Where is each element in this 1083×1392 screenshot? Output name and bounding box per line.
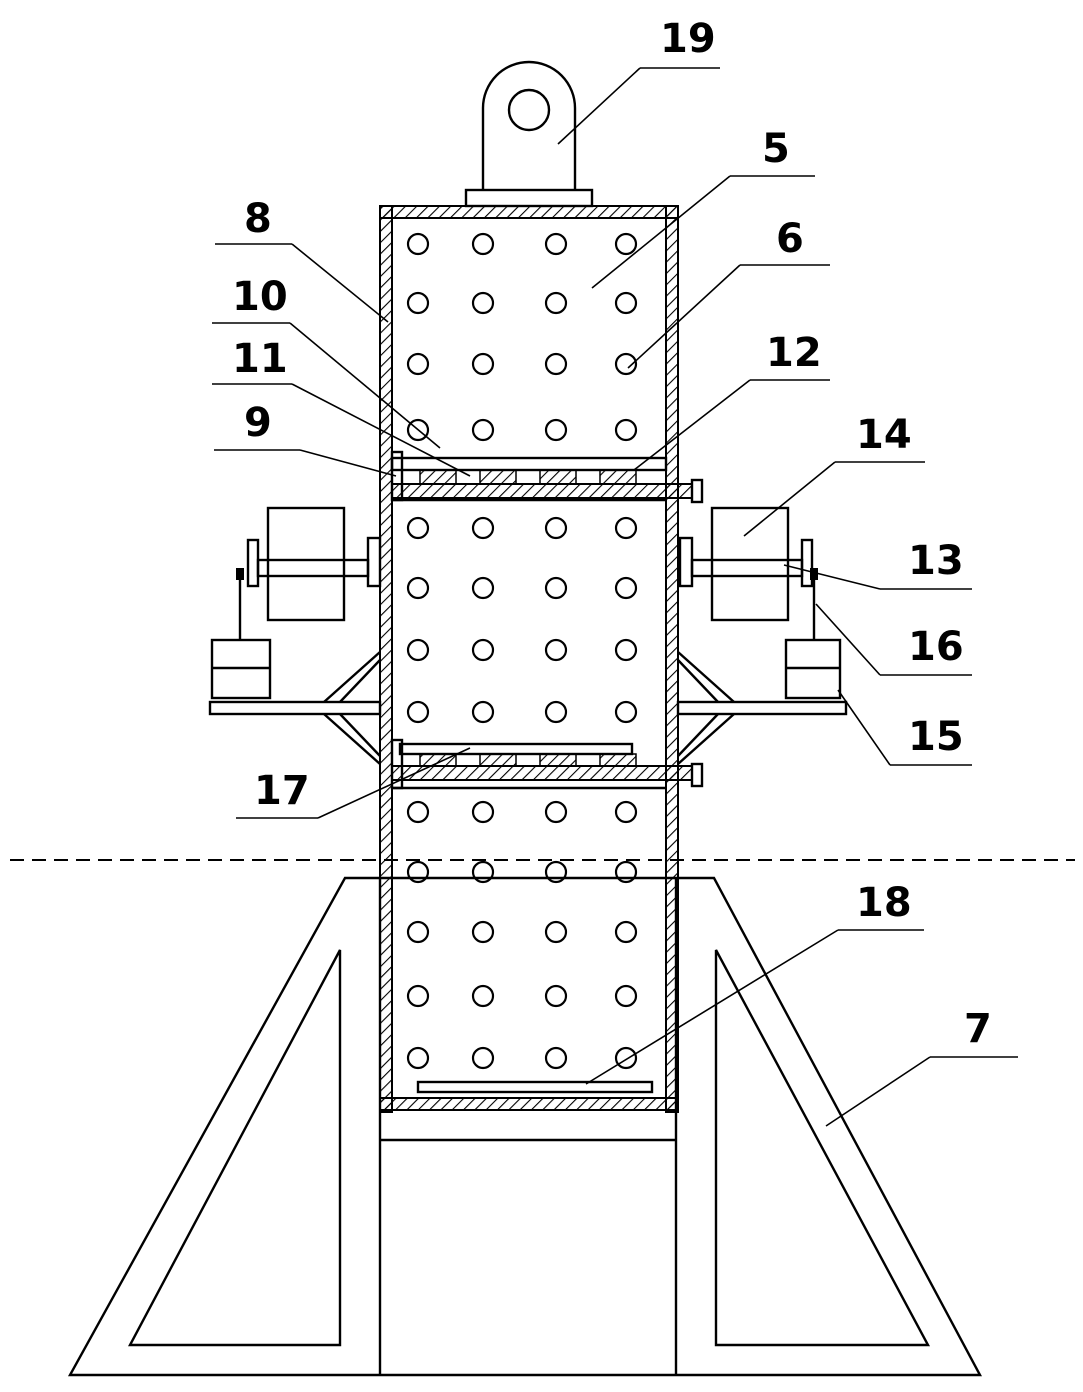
hole <box>544 920 568 944</box>
label-18: 18 <box>856 880 912 926</box>
hole <box>544 860 568 884</box>
hole <box>614 232 638 256</box>
base-frame <box>67 876 983 1377</box>
hole <box>471 860 495 884</box>
hole <box>471 516 495 540</box>
hole <box>406 232 430 256</box>
hole <box>544 1046 568 1070</box>
label-14: 14 <box>856 412 912 458</box>
hole <box>471 232 495 256</box>
hole <box>614 291 638 315</box>
lifting-lug <box>464 60 594 208</box>
label-13: 13 <box>908 538 964 584</box>
hole <box>406 291 430 315</box>
lower-partition <box>390 738 704 790</box>
hole <box>614 860 638 884</box>
hole <box>471 920 495 944</box>
hole <box>614 418 638 442</box>
hole <box>406 920 430 944</box>
hole <box>471 984 495 1008</box>
hole <box>471 352 495 376</box>
hole <box>544 984 568 1008</box>
hole <box>406 352 430 376</box>
hole <box>614 352 638 376</box>
hole <box>406 516 430 540</box>
label-16: 16 <box>908 624 964 670</box>
label-11: 11 <box>232 336 288 382</box>
hole <box>471 291 495 315</box>
hole <box>544 700 568 724</box>
upper-partition <box>390 450 704 504</box>
label-19: 19 <box>660 16 716 62</box>
hole <box>544 576 568 600</box>
label-7: 7 <box>964 1006 992 1052</box>
hole <box>406 984 430 1008</box>
hole <box>544 232 568 256</box>
hole <box>406 576 430 600</box>
hole <box>544 800 568 824</box>
hole <box>544 418 568 442</box>
leader-lines <box>212 67 1018 1127</box>
label-15: 15 <box>908 714 964 760</box>
hole <box>471 576 495 600</box>
label-9: 9 <box>244 400 272 446</box>
hole <box>406 860 430 884</box>
hole <box>544 291 568 315</box>
hole <box>406 638 430 662</box>
hole <box>471 700 495 724</box>
hole <box>471 800 495 824</box>
hole <box>614 576 638 600</box>
bottom-plate <box>416 1080 654 1094</box>
label-5: 5 <box>762 126 790 172</box>
hole <box>406 700 430 724</box>
label-6: 6 <box>776 216 804 262</box>
hole <box>614 638 638 662</box>
hole <box>406 418 430 442</box>
hole <box>544 638 568 662</box>
hole-grid <box>406 232 638 1070</box>
hole <box>406 800 430 824</box>
right-side-assembly <box>676 506 848 765</box>
label-10: 10 <box>232 274 288 320</box>
hole <box>471 638 495 662</box>
hole <box>614 920 638 944</box>
label-8: 8 <box>244 196 272 242</box>
hole <box>614 984 638 1008</box>
hole <box>406 1046 430 1070</box>
hole <box>471 418 495 442</box>
hole <box>614 800 638 824</box>
hole <box>614 516 638 540</box>
label-17: 17 <box>254 768 310 814</box>
part-labels: 19 5 8 6 10 11 12 9 14 13 16 15 17 18 7 <box>232 16 992 1052</box>
hole <box>544 352 568 376</box>
label-12: 12 <box>766 330 822 376</box>
hole <box>614 700 638 724</box>
column-walls <box>379 205 679 1113</box>
hole <box>614 1046 638 1070</box>
hole <box>544 516 568 540</box>
hole <box>471 1046 495 1070</box>
left-side-assembly <box>208 506 382 765</box>
